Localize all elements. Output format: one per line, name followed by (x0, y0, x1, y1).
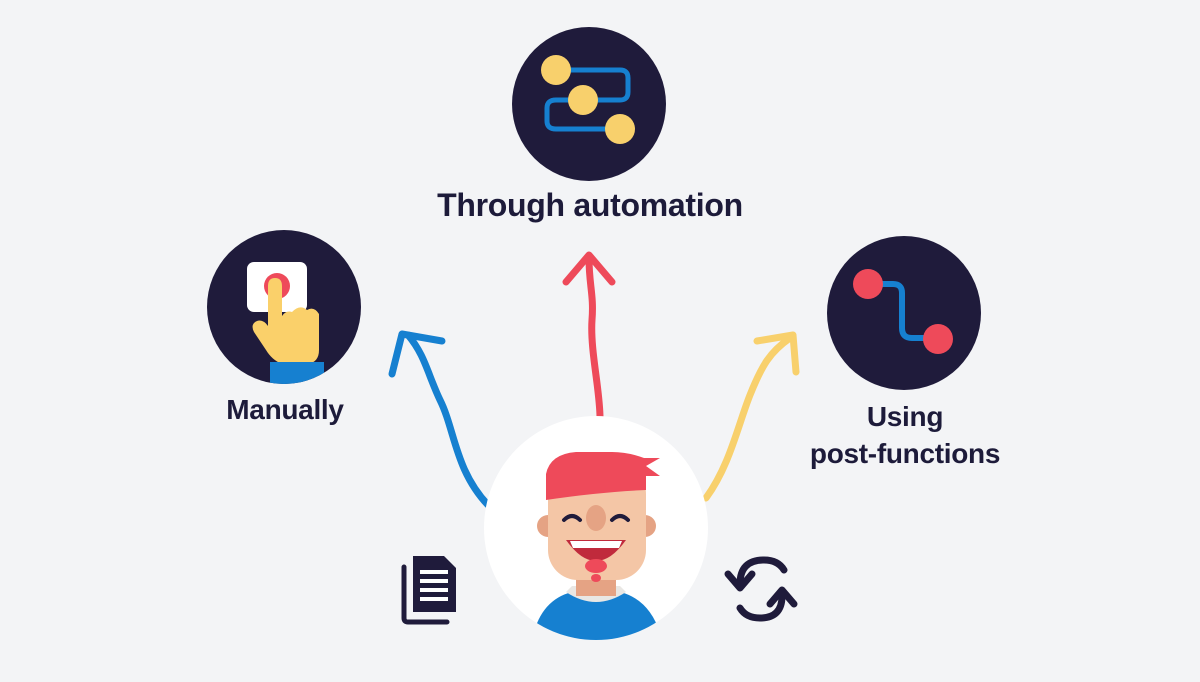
smiling-person-avatar (484, 416, 708, 640)
hand-press-button-icon (247, 262, 324, 384)
arrow-manually (388, 330, 492, 509)
workflow-circles-icon (541, 55, 635, 144)
automation-label: Through automation (437, 187, 743, 223)
post-functions-label: Using post-functions (780, 398, 1030, 472)
post-functions-label-line2: post-functions (809, 438, 1001, 469)
documents-icon (401, 556, 456, 625)
connected-nodes-icon (853, 269, 953, 354)
refresh-sync-icon (724, 556, 798, 622)
arrow-automation (562, 251, 616, 422)
post-functions-circle (827, 236, 981, 390)
manually-circle (207, 230, 361, 384)
automation-circle (512, 27, 666, 181)
post-functions-label-line1: Using (866, 401, 944, 432)
manually-label: Manually (226, 394, 344, 425)
arrow-post-functions (702, 331, 800, 502)
